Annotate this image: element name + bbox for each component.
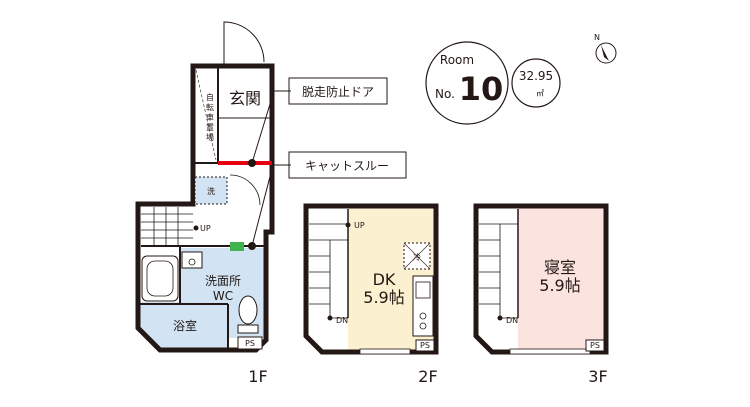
bathtub-inner: [146, 260, 174, 297]
bike-parking-char: 車: [206, 112, 214, 122]
washroom-label: 洗面所: [205, 274, 241, 288]
genkan-label: 玄関: [229, 89, 261, 108]
bike-parking-char: 置: [206, 123, 214, 132]
fridge-cross: [403, 242, 431, 270]
area-unit: ㎡: [536, 89, 544, 98]
washer-space: [194, 176, 228, 205]
floor1-ps-label: PS: [245, 339, 255, 348]
floor2-ps-label: PS: [420, 341, 430, 350]
cat-through: [230, 242, 244, 251]
no-word: No.: [435, 87, 455, 101]
up-marker: [193, 225, 199, 231]
callout-cat-through-label: キャットスルー: [305, 159, 389, 173]
floor2-label: 2F: [418, 367, 437, 386]
escape-door-marker: [248, 159, 256, 167]
entrance-door-swing: [223, 21, 265, 65]
floor-3: DN PS 寝室 5.9帖 3F: [473, 203, 609, 386]
floor3-dn-label: DN: [506, 316, 518, 325]
floor3-ps-label: PS: [590, 341, 600, 350]
washbasin: [181, 251, 203, 269]
floor2-dn-label: DN: [336, 316, 348, 325]
room-badge: Room No. 10 32.95 ㎡: [425, 41, 561, 125]
stairs: [479, 209, 519, 319]
callout-escape-door-label: 脱走防止ドア: [302, 84, 374, 99]
door-swing: [229, 174, 261, 206]
floor2-up-label: UP: [354, 221, 365, 230]
bedroom: [518, 206, 606, 350]
bike-parking-char: 場: [206, 132, 214, 142]
room-word: Room: [440, 53, 474, 67]
area-circle: [511, 58, 561, 108]
bedroom-name: 寝室: [544, 258, 576, 277]
cat-through-marker: [248, 242, 256, 250]
dn-marker: [327, 315, 333, 321]
stove-burner: [419, 322, 427, 330]
floor3-label: 3F: [588, 367, 607, 386]
room-number-circle: [425, 41, 509, 125]
bath-label: 浴室: [173, 318, 197, 333]
pipe-space: [415, 339, 435, 352]
fridge-label: 冷: [413, 252, 421, 262]
callout-box: [288, 77, 388, 105]
floor1-outer-wall: [135, 63, 275, 353]
callout-cat-through: キャットスルー: [251, 151, 407, 247]
bathtub: [141, 255, 179, 302]
compass-north-label: N: [594, 33, 600, 42]
up-marker: [345, 222, 351, 228]
floor-2: UP DN 冷 PS DK 5.9帖 2F: [303, 203, 439, 386]
window: [359, 348, 411, 355]
bedroom-size: 5.9帖: [539, 276, 580, 295]
kitchen-sink: [415, 281, 431, 299]
window: [509, 348, 591, 355]
dk-room-name: DK: [373, 270, 396, 289]
washbasin-drain: [188, 258, 196, 266]
toilet-tank: [237, 324, 259, 334]
washer-label: 洗: [207, 186, 215, 196]
callout-box: [288, 151, 407, 179]
bike-parking-char: 自: [206, 92, 214, 102]
pipe-space: [585, 339, 605, 352]
floor1-up-label: UP: [200, 224, 211, 233]
room-number: 10: [459, 70, 504, 108]
dn-marker: [497, 315, 503, 321]
compass-circle: [595, 42, 617, 64]
dk-room-size: 5.9帖: [363, 288, 404, 307]
floor-1: 洗 UP PS 玄関 自: [135, 21, 275, 386]
bike-diagonal: [195, 69, 217, 161]
floor1-label: 1F: [248, 367, 267, 386]
wc-label: WC: [213, 289, 233, 303]
north-arrow-icon: [601, 45, 609, 61]
kitchen-counter: [412, 275, 434, 337]
bike-parking-char: 転: [206, 103, 214, 112]
stairs: [309, 209, 349, 319]
north-compass: N: [594, 33, 617, 64]
pipe-space: [237, 336, 263, 350]
toilet-bowl: [238, 295, 258, 325]
stairs: [141, 207, 266, 247]
area-value: 32.95: [519, 69, 553, 83]
stove-burner: [419, 312, 427, 320]
